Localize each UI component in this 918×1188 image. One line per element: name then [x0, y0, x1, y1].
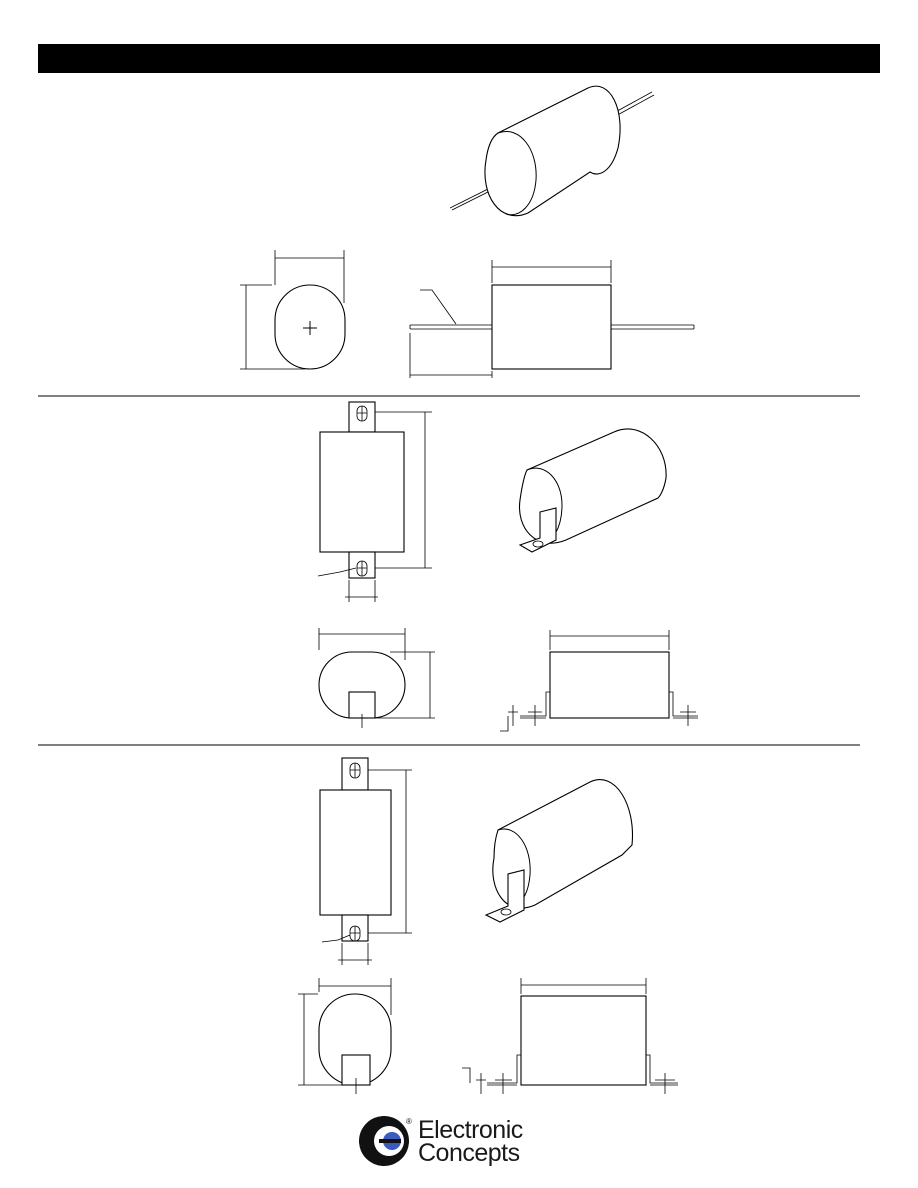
small-iso-view	[518, 428, 667, 553]
section-tab-mount-large	[298, 757, 678, 1094]
small-front-view	[317, 401, 432, 602]
section-tab-mount-small	[317, 401, 698, 732]
logo-mark-icon: ®	[359, 1116, 412, 1166]
small-side-view	[500, 630, 698, 732]
large-front-view	[319, 757, 412, 965]
logo-text-electronic: Electronic	[418, 1116, 523, 1144]
axial-side-view	[409, 260, 695, 378]
axial-iso-view	[449, 85, 655, 217]
header-bar	[38, 44, 880, 73]
logo-text-concepts: Concepts	[418, 1139, 520, 1167]
electronic-concepts-logo: ® Electronic Concepts	[358, 1114, 568, 1170]
large-end-view	[298, 978, 392, 1094]
axial-end-view	[240, 250, 346, 370]
small-end-view	[318, 628, 435, 728]
registered-mark: ®	[406, 1117, 412, 1126]
section-axial-lead	[240, 85, 695, 378]
large-iso-view	[484, 779, 634, 923]
large-side-view	[462, 978, 678, 1094]
